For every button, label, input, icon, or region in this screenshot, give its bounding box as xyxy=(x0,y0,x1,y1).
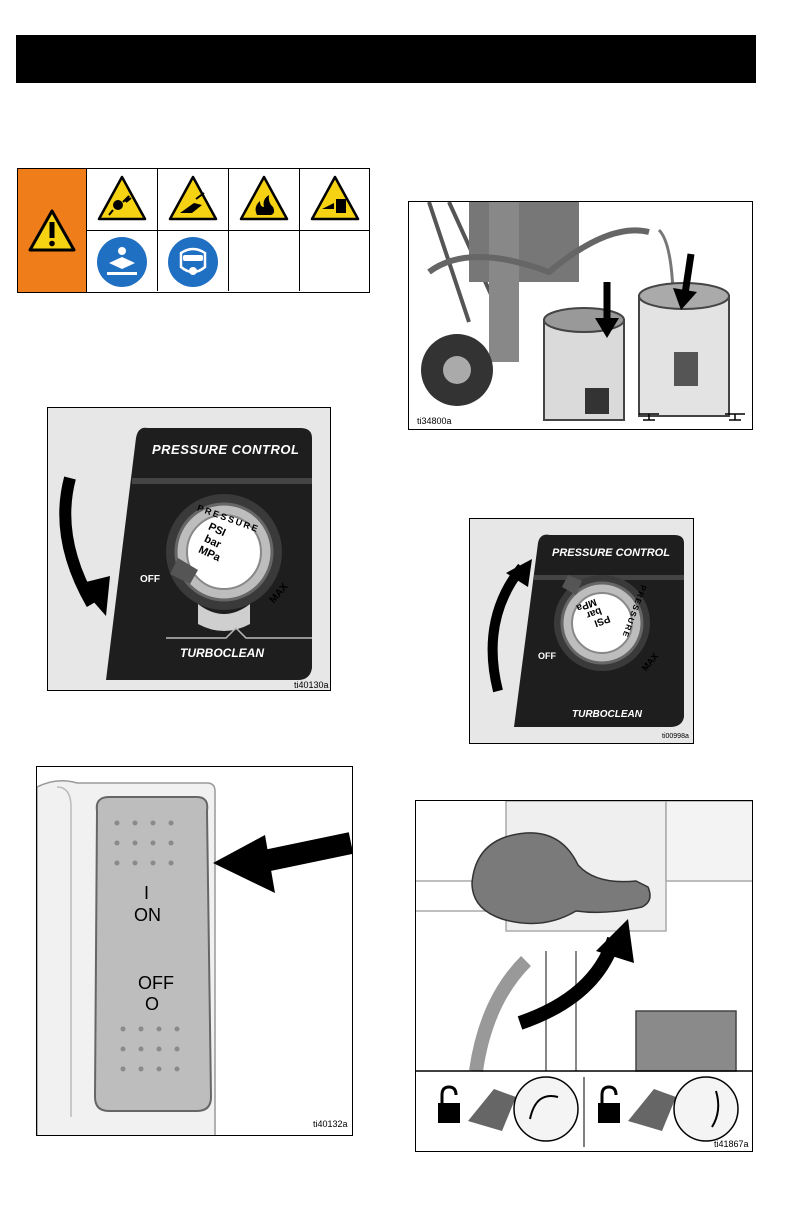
warning-symbols-table xyxy=(17,168,370,293)
off-symbol: O xyxy=(145,994,159,1015)
off-label: OFF xyxy=(138,973,174,994)
on-label: ON xyxy=(134,905,161,926)
figure-caption: ti00998a xyxy=(662,733,689,740)
wear-protective-equipment-icon xyxy=(157,230,228,291)
figure-power-switch: I ON OFF O ti40132a xyxy=(36,766,353,1136)
figure-pressure-off: PRESSURE CONTROL PRESSURE PSI bar MPa OF… xyxy=(47,407,331,691)
off-label: OFF xyxy=(538,651,556,661)
section-header-bar xyxy=(16,35,756,83)
figure-caption: ti40132a xyxy=(313,1119,348,1129)
panel-title: PRESSURE CONTROL xyxy=(552,547,670,559)
read-manual-icon xyxy=(86,230,157,291)
panel-title: PRESSURE CONTROL xyxy=(152,442,299,457)
skin-injection-warning-icon xyxy=(157,169,228,230)
empty-symbol-cell xyxy=(228,230,299,291)
off-label: OFF xyxy=(140,574,160,585)
electric-shock-warning-icon xyxy=(86,169,157,230)
figure-caption: ti34800a xyxy=(417,416,452,426)
brand-label: TURBOCLEAN xyxy=(180,646,264,660)
lock-icon xyxy=(598,1087,620,1123)
figure-caption: ti40130a xyxy=(294,680,329,690)
lock-icon xyxy=(438,1087,460,1123)
figure-pressure-up: PRESSURE CONTROL PRESSURE PSI bar MPa OF… xyxy=(469,518,694,744)
on-symbol: I xyxy=(144,883,149,904)
fire-explosion-warning-icon xyxy=(228,169,299,230)
moving-parts-warning-icon xyxy=(299,169,370,230)
general-warning-icon xyxy=(18,169,86,292)
warning-orange-block xyxy=(18,169,87,292)
figure-pails: ti34800a xyxy=(408,201,753,430)
empty-symbol-cell xyxy=(299,230,370,291)
figure-caption: ti41867a xyxy=(714,1139,749,1149)
figure-prime-valve: ti41867a xyxy=(415,800,753,1152)
brand-label: TURBOCLEAN xyxy=(572,709,642,720)
